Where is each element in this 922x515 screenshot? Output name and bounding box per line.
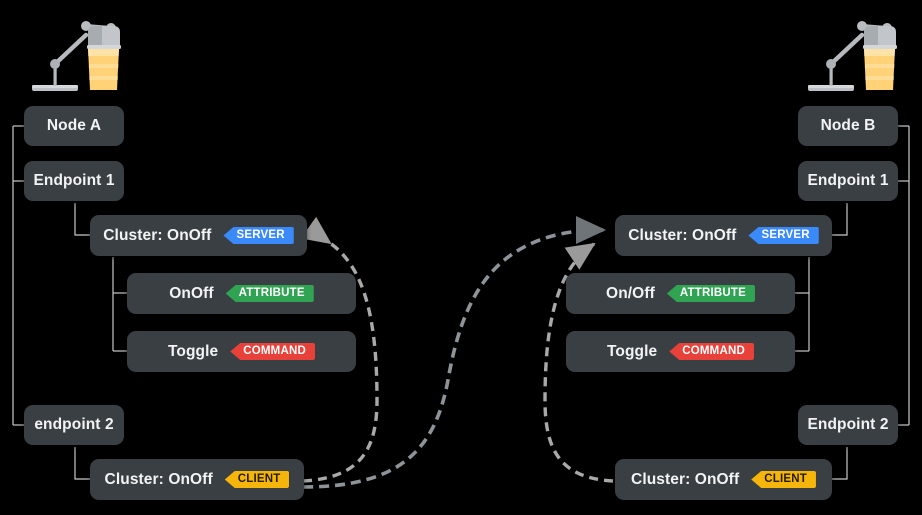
right-ep1-to-cluster — [832, 203, 848, 236]
node-b-label: Node B — [820, 117, 876, 134]
server-badge: SERVER — [223, 227, 294, 244]
left-attribute-onoff-label: OnOff — [169, 284, 214, 302]
client-badge: CLIENT — [751, 471, 816, 488]
right-endpoint-2-label: Endpoint 2 — [807, 416, 889, 433]
right-command-toggle-label: Toggle — [607, 342, 658, 360]
right-attribute-onoff-box[interactable]: On/Off ATTRIBUTE — [566, 273, 795, 314]
node-a-label: Node A — [46, 117, 102, 134]
left-endpoint-2-label: endpoint 2 — [34, 416, 114, 433]
left-endpoint-1-label: Endpoint 1 — [33, 172, 115, 189]
left-endpoint-2-box[interactable]: endpoint 2 — [24, 405, 124, 445]
left-command-toggle-box[interactable]: Toggle COMMAND — [127, 331, 356, 372]
command-badge: COMMAND — [230, 343, 315, 360]
attribute-badge: ATTRIBUTE — [225, 285, 314, 302]
right-command-toggle-box[interactable]: Toggle COMMAND — [566, 331, 795, 372]
right-cluster-onoff-client-box[interactable]: Cluster: OnOff CLIENT — [615, 459, 832, 500]
right-endpoint-1-label: Endpoint 1 — [807, 172, 889, 189]
desk-lamp-icon — [32, 21, 121, 91]
left-ep2-to-cluster — [74, 447, 90, 480]
left-command-toggle-label: Toggle — [168, 342, 219, 360]
left-cluster-onoff-client-box[interactable]: Cluster: OnOff CLIENT — [90, 459, 304, 500]
client-badge: CLIENT — [224, 471, 290, 488]
left-ep1-to-cluster — [74, 203, 90, 236]
right-cluster-onoff-server-label: Cluster: OnOff — [628, 226, 737, 244]
right-cluster-onoff-client-label: Cluster: OnOff — [631, 470, 740, 488]
left-attribute-onoff-box[interactable]: OnOff ATTRIBUTE — [127, 273, 356, 314]
node-a-box[interactable]: Node A — [24, 106, 124, 146]
left-endpoint-1-box[interactable]: Endpoint 1 — [24, 161, 124, 201]
right-cluster-onoff-server-box[interactable]: Cluster: OnOff SERVER — [615, 215, 832, 256]
node-b-box[interactable]: Node B — [798, 106, 898, 146]
left-cluster-onoff-client-label: Cluster: OnOff — [104, 470, 213, 488]
right-ep2-to-cluster — [832, 447, 848, 480]
left-cluster-onoff-server-box[interactable]: Cluster: OnOff SERVER — [90, 215, 307, 256]
right-endpoint-1-box[interactable]: Endpoint 1 — [798, 161, 898, 201]
left-cluster-onoff-server-label: Cluster: OnOff — [103, 226, 212, 244]
right-endpoint-2-box[interactable]: Endpoint 2 — [798, 405, 898, 445]
command-badge: COMMAND — [669, 343, 754, 360]
attribute-badge: ATTRIBUTE — [666, 285, 755, 302]
server-badge: SERVER — [748, 227, 819, 244]
right-attribute-onoff-label: On/Off — [606, 284, 655, 302]
desk-lamp-icon — [808, 21, 897, 91]
